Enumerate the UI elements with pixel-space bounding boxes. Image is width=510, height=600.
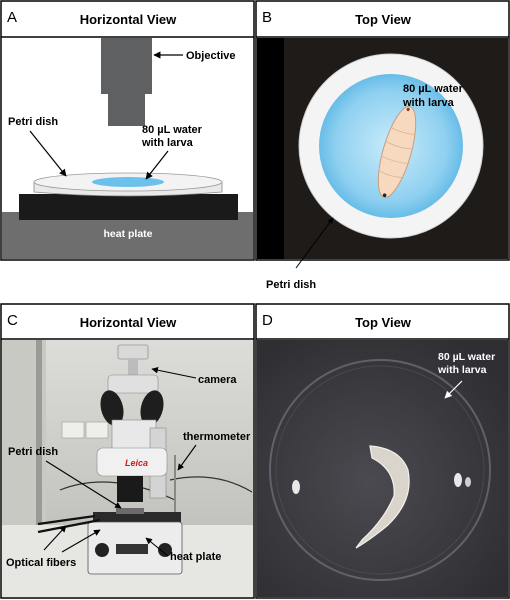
panel-title: Horizontal View bbox=[80, 12, 177, 27]
svg-text:Leica: Leica bbox=[125, 458, 148, 468]
panel-d: D Top View 80 µL water with larva bbox=[255, 303, 510, 599]
label-water-line2: with larva bbox=[141, 137, 194, 149]
label-petri-dish: Petri dish bbox=[8, 116, 58, 128]
label-camera: camera bbox=[198, 374, 237, 386]
top-view-photo bbox=[257, 340, 508, 597]
larva bbox=[377, 106, 417, 198]
dark-edge bbox=[257, 38, 284, 259]
panel-b: B Top View 80 µL water with larva bbox=[255, 0, 510, 269]
panel-letter: B bbox=[262, 9, 272, 26]
label-optical-fibers: Optical fibers bbox=[6, 557, 76, 569]
label-petri-dish: Petri dish bbox=[8, 446, 58, 458]
reflection bbox=[454, 473, 462, 487]
heat-plate bbox=[19, 194, 238, 220]
label-water-line2: with larva bbox=[402, 97, 455, 109]
label-objective: Objective bbox=[186, 50, 236, 62]
objective-upper bbox=[101, 38, 152, 94]
panel-a: A Horizontal View Objective Petri dish 8… bbox=[0, 0, 255, 261]
label-water-line1: 80 µL water bbox=[142, 124, 203, 136]
label-heat-plate: heat plate bbox=[170, 551, 221, 563]
panel-letter: D bbox=[262, 312, 273, 329]
panel-letter: A bbox=[7, 9, 17, 26]
panel-title: Top View bbox=[355, 12, 412, 27]
label-heat-plate: heat plate bbox=[103, 228, 152, 240]
larva-photo bbox=[355, 445, 410, 549]
objective-lower bbox=[108, 94, 145, 126]
label-water-line1: 80 µL water bbox=[403, 83, 464, 95]
reflection bbox=[292, 480, 300, 494]
label-thermometer: thermometer bbox=[183, 431, 251, 443]
label-petri-dish-b: Petri dish bbox=[266, 279, 316, 291]
water-drop-edge bbox=[269, 359, 491, 581]
microscope: Leica bbox=[87, 344, 183, 575]
label-water-line1: 80 µL water bbox=[438, 351, 495, 363]
label-water-line2: with larva bbox=[437, 364, 487, 376]
stage-plate bbox=[93, 512, 181, 522]
water-droplet bbox=[92, 177, 164, 187]
camera-body bbox=[117, 344, 149, 360]
panel-title: Horizontal View bbox=[80, 315, 177, 330]
panel-title: Top View bbox=[355, 315, 412, 330]
panel-c: C Horizontal View Leica bbox=[0, 303, 255, 599]
panel-letter: C bbox=[7, 312, 18, 329]
